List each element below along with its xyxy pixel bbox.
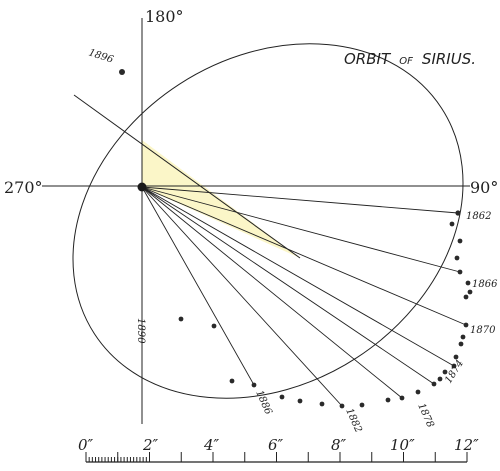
radius-line: [141, 186, 459, 214]
observation-dot: [467, 289, 473, 295]
observation-dot: [297, 398, 303, 404]
year-label-1866: 1866: [472, 279, 498, 290]
observation-dot: [451, 363, 457, 369]
observation-dot: [453, 354, 459, 360]
scale-label-2: 2″: [142, 436, 159, 454]
observation-dot: [385, 397, 391, 403]
observation-dot: [339, 403, 345, 409]
scale-label-8: 8″: [331, 436, 347, 454]
observation-dot: [251, 382, 257, 388]
angle-label-90: 90°: [470, 178, 498, 197]
observation-dot: [457, 269, 463, 275]
observation-dot: [465, 280, 471, 286]
observation-dot: [319, 401, 325, 407]
observation-dot: [437, 376, 443, 382]
observation-dot: [442, 369, 448, 375]
scale-ticks: [85, 452, 468, 462]
scale-label-10: 10″: [390, 436, 415, 454]
observation-dot: [458, 341, 464, 347]
observation-dots: [119, 69, 473, 409]
observation-dot: [415, 389, 421, 395]
year-label-1862: 1862: [466, 211, 491, 222]
title-word-orbit: ORBIT: [344, 50, 392, 68]
observation-dot: [463, 294, 469, 300]
observation-dot: [457, 238, 463, 244]
radius-line: [141, 186, 403, 399]
observation-dot: [460, 334, 466, 340]
observation-dot: [449, 221, 455, 227]
observation-dot: [455, 210, 461, 216]
observation-dot: [279, 394, 285, 400]
observation-dot: [178, 316, 184, 322]
radius-line: [141, 186, 435, 385]
observation-dot: [431, 381, 437, 387]
diagram-title: ORBIT OF SIRIUS.: [344, 49, 476, 68]
observation-dot: [359, 402, 365, 408]
radius-line: [141, 186, 467, 326]
angle-label-270: 270°: [4, 178, 43, 197]
title-word-of: OF: [399, 56, 413, 67]
radius-line: [141, 186, 455, 367]
radius-line: [141, 186, 343, 407]
radius-line: [141, 186, 255, 386]
year-label-1878: 1878: [415, 402, 435, 430]
observation-dot: [454, 255, 460, 261]
shaded-sector: [142, 140, 300, 258]
angle-label-180: 180°: [145, 7, 184, 26]
scale-label-0: 0″: [78, 436, 94, 454]
year-label-1882: 1882: [343, 407, 363, 435]
orbit-ellipse: [72, 43, 464, 399]
year-label-1896: 1896: [87, 47, 115, 66]
scale-label-6: 6″: [268, 436, 284, 454]
radius-line: [141, 186, 461, 273]
scale-label-4: 4″: [203, 436, 220, 454]
observation-dot: [119, 69, 125, 75]
observation-dot: [211, 323, 217, 329]
sirius-star: [137, 182, 147, 192]
radius-vectors: [141, 186, 467, 407]
major-axis-line: [73, 94, 301, 259]
observation-dot: [463, 322, 469, 328]
year-label-1870: 1870: [470, 325, 496, 336]
scale-label-12: 12″: [454, 436, 479, 454]
title-word-sirius: SIRIUS.: [422, 50, 476, 68]
observation-dot: [229, 378, 235, 384]
observation-dot: [399, 395, 405, 401]
year-label-1890: 1890: [135, 318, 146, 344]
scale-bar: 0″ 2″ 4″ 6″ 8″ 10″ 12″: [78, 436, 479, 463]
